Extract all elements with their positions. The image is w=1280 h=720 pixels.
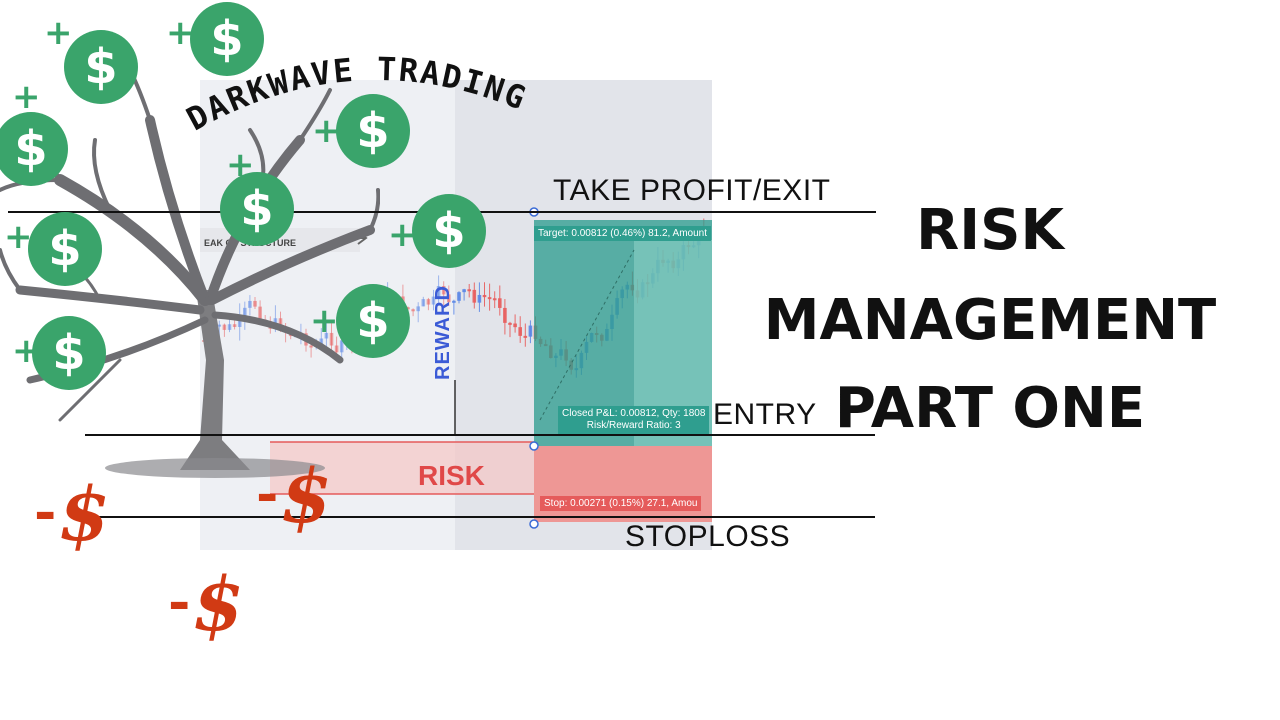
plus-icon: +	[12, 77, 41, 117]
entry-label: ENTRY	[713, 398, 817, 431]
candle-body	[339, 340, 344, 353]
minus-sign: -	[34, 479, 57, 543]
candle-body	[217, 324, 222, 327]
dollar-coin-icon: $	[28, 212, 102, 286]
candle-body	[436, 286, 441, 297]
stoploss-label: STOPLOSS	[625, 520, 791, 553]
minus-sign: -	[168, 569, 191, 633]
candle-body	[278, 318, 283, 329]
candle-body	[472, 289, 477, 303]
closed-pnl-label: Closed P&L: 0.00812, Qty: 1808 Risk/Rewa…	[558, 406, 710, 434]
candle-body	[503, 307, 507, 323]
plus-icon: +	[312, 111, 341, 151]
dollar-coin-icon: $	[412, 194, 486, 268]
candle-body	[411, 309, 415, 312]
plus-icon: +	[4, 217, 33, 257]
dollar-sign: $	[280, 454, 332, 540]
candle-body	[523, 335, 528, 338]
title-line-2: MANAGEMENT	[763, 288, 1217, 353]
candle-body	[243, 307, 247, 317]
candle-body	[482, 294, 487, 298]
chart-panel: EAK OF STRUCTURE Target: 0.00812 (0.46%)…	[200, 80, 712, 550]
candle-body	[258, 306, 262, 320]
rr-text: Risk/Reward Ratio: 3	[586, 420, 681, 431]
title-line-3: PART ONE	[834, 376, 1146, 441]
target-label: Target: 0.00812 (0.46%) 81.2, Amount	[534, 226, 711, 241]
risk-label: RISK	[418, 460, 485, 491]
candle-body	[232, 324, 237, 327]
dollar-coin-icon: $	[336, 284, 410, 358]
closed-pnl-text: Closed P&L: 0.00812, Qty: 1808	[562, 408, 706, 419]
candle-body	[227, 324, 232, 330]
candle-body	[309, 345, 313, 348]
minus-sign: -	[256, 461, 279, 525]
entry-line	[85, 434, 875, 436]
candle-body	[441, 286, 446, 295]
dollar-coin-icon: $	[220, 172, 294, 246]
candle-body	[447, 294, 451, 303]
candle-body	[487, 297, 492, 300]
plus-icon: +	[44, 13, 73, 53]
minus-dollar-icon: -$	[168, 564, 244, 642]
candle-body	[498, 298, 502, 308]
candle-body	[421, 299, 426, 307]
candle-body	[334, 345, 339, 353]
candle-body	[477, 294, 482, 303]
candle-body	[237, 316, 242, 327]
dollar-coin-icon: $	[32, 316, 106, 390]
stop-label: Stop: 0.00271 (0.15%) 27.1, Amou	[540, 496, 702, 511]
candle-body	[416, 306, 420, 312]
dollar-sign: $	[58, 472, 110, 558]
candle-body	[248, 300, 252, 308]
dollar-coin-icon: $	[64, 30, 138, 104]
plus-icon: +	[388, 215, 417, 255]
candle-body	[513, 323, 517, 328]
plus-icon: +	[226, 145, 255, 185]
candle-body	[452, 300, 456, 303]
candle-body	[508, 322, 512, 325]
candle-body	[528, 325, 533, 337]
candle-body	[324, 332, 329, 339]
candle-body	[462, 289, 466, 293]
take-profit-label: TAKE PROFIT/EXIT	[553, 174, 831, 207]
candle-body	[467, 289, 471, 292]
dollar-sign: $	[192, 562, 244, 648]
dollar-coin-icon: $	[0, 112, 68, 186]
minus-dollar-icon: -$	[34, 474, 110, 552]
dollar-coin-icon: $	[190, 2, 264, 76]
plus-icon: +	[310, 301, 339, 341]
title-line-1: RISK	[916, 198, 1064, 263]
plus-icon: +	[166, 13, 195, 53]
stoploss-line	[85, 516, 875, 518]
dollar-coin-icon: $	[336, 94, 410, 168]
candle-body	[426, 299, 431, 305]
candle-body	[222, 324, 227, 330]
reward-label: REWARD	[432, 285, 454, 380]
candle-body	[457, 292, 461, 301]
candle-body	[253, 300, 257, 307]
candle-body	[518, 327, 522, 336]
candle-body	[492, 298, 497, 301]
minus-dollar-icon: -$	[256, 456, 332, 534]
plus-icon: +	[12, 331, 41, 371]
candle-body	[329, 332, 334, 346]
candle-body	[431, 296, 436, 305]
candle-body	[319, 338, 324, 345]
